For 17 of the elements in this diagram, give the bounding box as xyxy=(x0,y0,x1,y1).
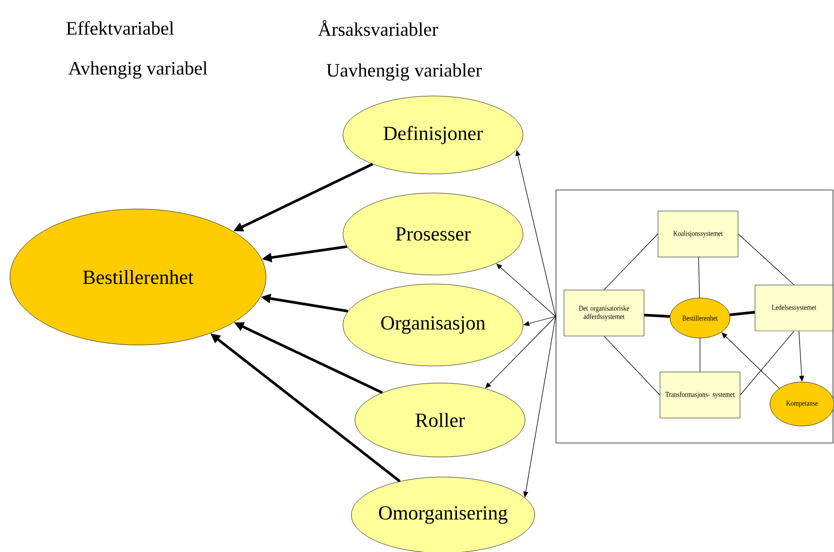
oval-node: Organisasjon xyxy=(342,284,524,366)
heading-text: Avhengig variabel xyxy=(68,61,208,79)
connector-line xyxy=(644,314,670,318)
connector-line xyxy=(738,234,794,286)
connector-line xyxy=(740,330,794,396)
oval-node: Definisjoner xyxy=(342,96,524,174)
oval-node: Prosesser xyxy=(342,192,524,276)
oval-node: Bestillerenhet xyxy=(10,208,266,346)
connector-line xyxy=(604,234,658,290)
arrow xyxy=(485,316,556,388)
heading-text: Årsaksvariabler xyxy=(318,20,438,36)
connector-line xyxy=(730,310,755,316)
heading-text: Effektvariabel xyxy=(66,21,174,35)
oval-node: Roller xyxy=(354,382,526,458)
oval-node: Omorganisering xyxy=(351,476,535,552)
connector-line xyxy=(604,336,660,396)
connector-line xyxy=(698,256,700,298)
